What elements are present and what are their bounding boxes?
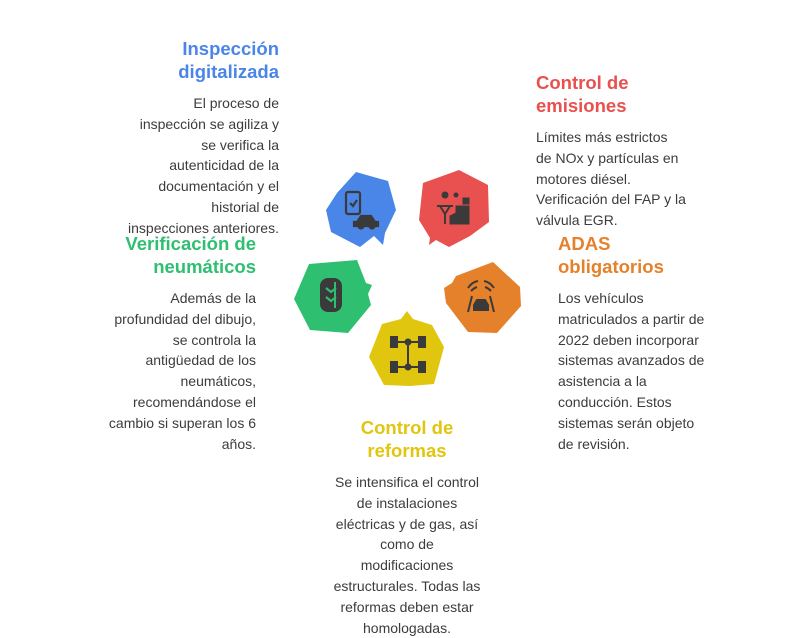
title-line: Control de bbox=[360, 417, 454, 438]
section-body: Límites más estrictos de NOx y partícula… bbox=[536, 127, 686, 231]
chassis-axle-icon bbox=[390, 336, 426, 373]
body-line: sistemas avanzados de bbox=[558, 352, 705, 369]
hexagon-neumaticos bbox=[294, 260, 372, 333]
body-line: Límites más estrictos bbox=[536, 129, 668, 145]
section-body: Además de la profundidad del dibujo, se … bbox=[109, 288, 256, 454]
body-line: se controla la bbox=[172, 331, 256, 348]
body-line: válvula EGR. bbox=[536, 212, 618, 229]
section-adas: ADAS obligatorios Los vehículos matricul… bbox=[558, 232, 704, 454]
body-line: años. bbox=[221, 435, 256, 452]
title-line: digitalizada bbox=[178, 61, 279, 82]
title-line: neumáticos bbox=[153, 256, 256, 277]
body-line: profundidad del dibujo, bbox=[114, 310, 256, 327]
body-line: documentación y el bbox=[158, 178, 279, 195]
hexagon-adas bbox=[444, 262, 521, 333]
body-line: inspecciones anteriores. bbox=[128, 219, 279, 236]
body-line: motores diésel. bbox=[536, 170, 631, 187]
section-neumaticos: Verificación de neumáticos Además de la … bbox=[109, 232, 256, 454]
body-line: como de bbox=[380, 536, 434, 553]
hexagon-inspeccion bbox=[326, 172, 396, 247]
body-line: conducción. Estos bbox=[558, 393, 672, 410]
body-line: Se intensifica el control bbox=[335, 474, 479, 490]
title-line: emisiones bbox=[536, 95, 627, 116]
section-body: Se intensifica el control de instalacion… bbox=[307, 472, 507, 638]
body-line: modificaciones bbox=[360, 557, 454, 574]
section-emisiones: Control de emisiones Límites más estrict… bbox=[536, 71, 686, 231]
body-line: reformas deben estar bbox=[340, 598, 474, 615]
hexagon-reformas bbox=[369, 311, 444, 386]
hexagon-emisiones bbox=[419, 170, 489, 247]
body-line: eléctricas y de gas, así bbox=[335, 515, 479, 532]
title-line: Inspección bbox=[182, 38, 279, 59]
tire-icon bbox=[320, 278, 342, 312]
body-line: Verificación del FAP y la bbox=[536, 191, 686, 208]
title-line: reformas bbox=[367, 440, 447, 461]
section-title: ADAS obligatorios bbox=[558, 232, 704, 278]
title-line: Verificación de bbox=[125, 233, 256, 254]
body-line: matriculados a partir de bbox=[558, 310, 705, 327]
section-title: Control de reformas bbox=[307, 416, 507, 462]
section-inspeccion: Inspección digitalizada El proceso de in… bbox=[128, 37, 279, 239]
factory-emissions-icon bbox=[437, 191, 470, 225]
body-line: 2022 deben incorporar bbox=[558, 331, 699, 348]
title-line: obligatorios bbox=[558, 256, 664, 277]
body-line: historial de bbox=[211, 198, 279, 215]
body-line: sistemas serán objeto bbox=[558, 414, 695, 431]
body-line: Los vehículos bbox=[558, 290, 644, 306]
body-line: inspección se agiliza y bbox=[139, 115, 279, 132]
section-body: Los vehículos matriculados a partir de 2… bbox=[558, 288, 704, 454]
section-reformas: Control de reformas Se intensifica el co… bbox=[307, 416, 507, 638]
body-line: autenticidad de la bbox=[169, 157, 279, 174]
body-line: cambio si superan los 6 bbox=[108, 414, 256, 431]
body-line: neumáticos, bbox=[180, 373, 256, 390]
body-line: se verifica la bbox=[201, 136, 279, 153]
body-line: de instalaciones bbox=[356, 494, 458, 511]
section-title: Verificación de neumáticos bbox=[109, 232, 256, 278]
body-line: recomendándose el bbox=[133, 393, 256, 410]
body-line: estructurales. Todas las bbox=[333, 577, 481, 594]
section-title: Inspección digitalizada bbox=[128, 37, 279, 83]
title-line: ADAS bbox=[558, 233, 611, 254]
section-title: Control de emisiones bbox=[536, 71, 686, 117]
phone-check-car-icon bbox=[344, 190, 380, 230]
body-line: homologadas. bbox=[363, 619, 451, 636]
section-body: El proceso de inspección se agiliza y se… bbox=[128, 93, 279, 239]
body-line: antigüedad de los bbox=[145, 352, 256, 369]
body-line: de revisión. bbox=[558, 435, 630, 452]
title-line: Control de bbox=[536, 72, 629, 93]
body-line: El proceso de bbox=[193, 95, 279, 111]
body-line: Además de la bbox=[170, 290, 256, 306]
body-line: asistencia a la bbox=[558, 373, 647, 390]
body-line: de NOx y partículas en bbox=[536, 149, 679, 166]
car-sensors-icon bbox=[467, 280, 495, 313]
